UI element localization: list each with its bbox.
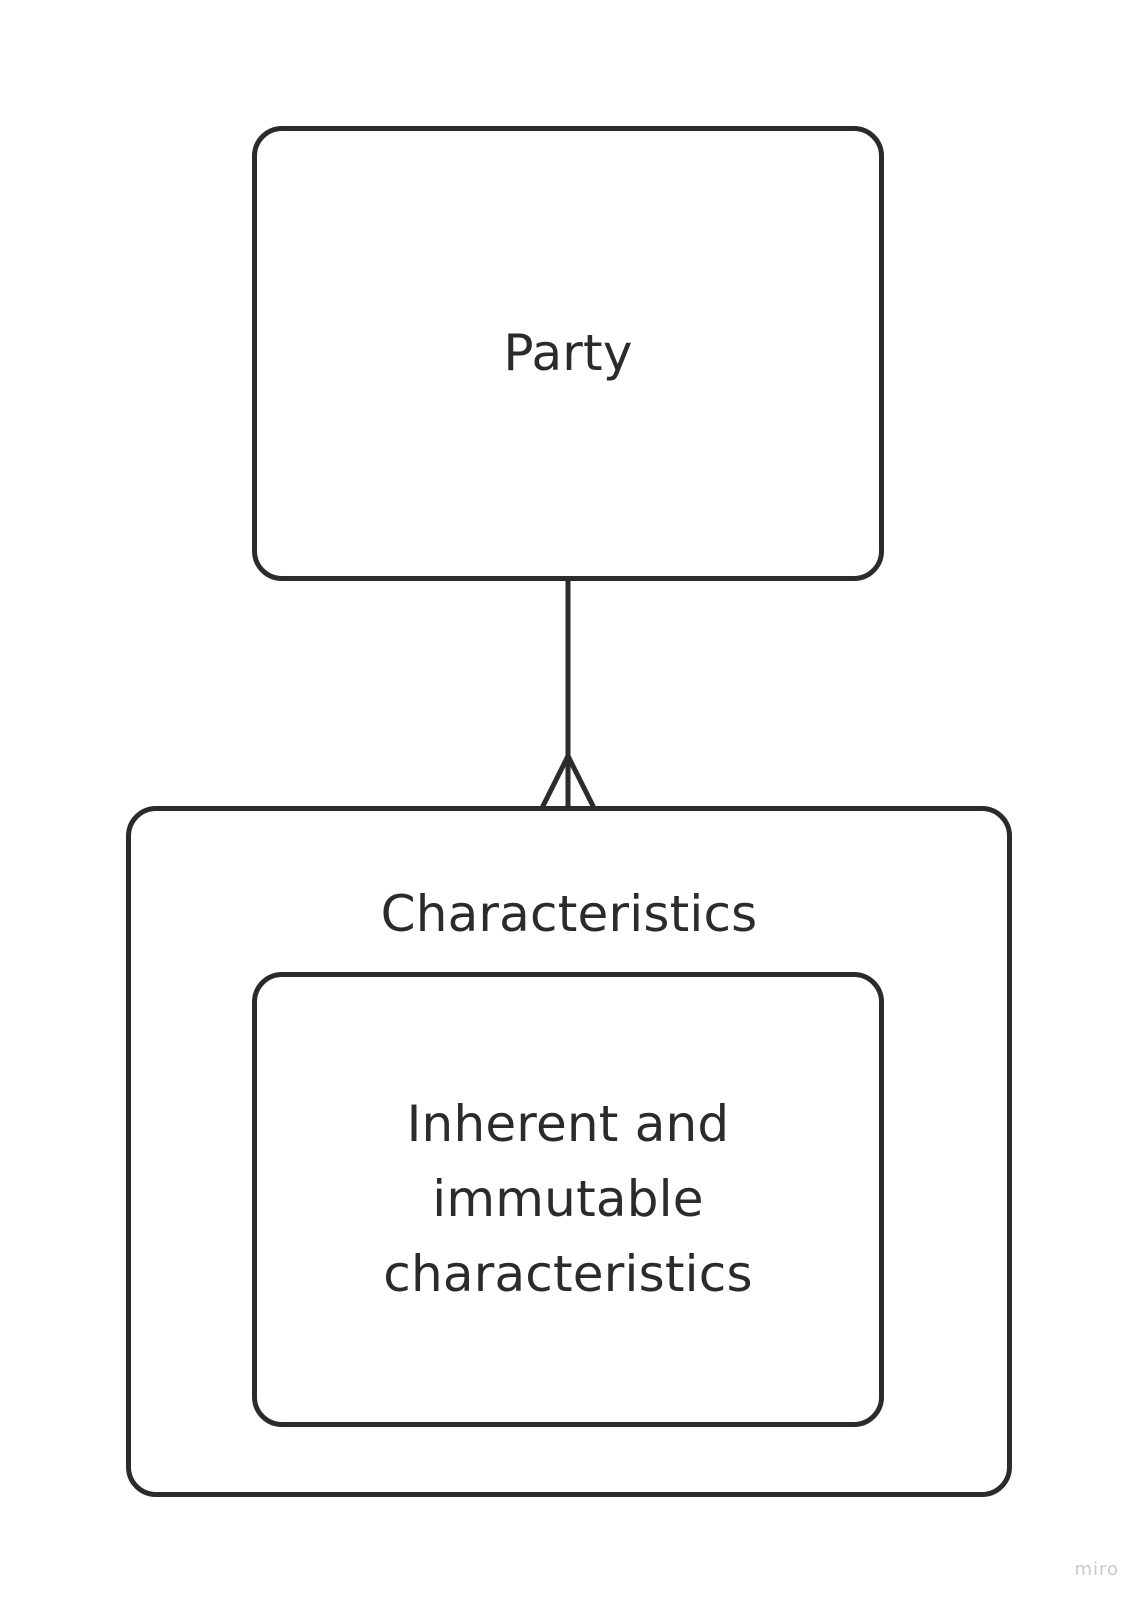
crowfoot-icon — [540, 753, 596, 809]
characteristics-label: Characteristics — [380, 885, 758, 943]
miro-watermark: miro — [1074, 1559, 1119, 1580]
party-label: Party — [503, 324, 633, 382]
party-entity[interactable]: Party — [252, 126, 884, 581]
inherent-characteristics-label: Inherent and immutable characteristics — [383, 1095, 753, 1303]
inherent-characteristics-entity[interactable]: Inherent and immutable characteristics — [252, 972, 884, 1427]
